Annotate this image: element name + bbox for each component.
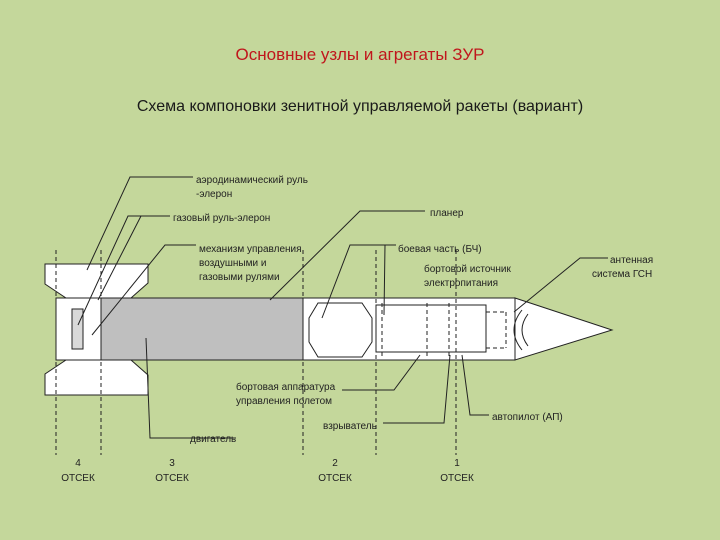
label-airframe: планер bbox=[430, 208, 464, 219]
compartment-4-label: ОТСЕК bbox=[61, 473, 95, 484]
upper-fin bbox=[44, 263, 149, 299]
compartment-1-number: 1 bbox=[454, 458, 460, 469]
antenna-dish bbox=[513, 309, 523, 351]
label-aero-rudder-1: аэродинамический руль bbox=[196, 175, 308, 186]
label-aero-rudder-2: -элерон bbox=[196, 189, 232, 200]
compartment-3-number: 3 bbox=[169, 458, 175, 469]
leader-power bbox=[383, 244, 396, 316]
slide-subtitle: Схема компоновки зенитной управляемой ра… bbox=[136, 98, 584, 115]
label-autopilot: автопилот (АП) bbox=[492, 412, 563, 423]
label-mechanism-3: газовыми рулями bbox=[199, 272, 280, 283]
label-antenna-2: система ГСН bbox=[592, 269, 652, 280]
compartment-dividers bbox=[55, 250, 457, 455]
label-gas-rudder: газовый руль-элерон bbox=[173, 213, 270, 224]
leader-gas-rudder-2 bbox=[97, 215, 170, 301]
internal-dashes bbox=[381, 303, 507, 357]
label-antenna-1: антенная bbox=[610, 255, 653, 266]
slide-title: Основные узлы и агрегаты ЗУР bbox=[235, 45, 485, 64]
leader-fuze bbox=[383, 354, 451, 424]
compartment-1-label: ОТСЕК bbox=[440, 473, 474, 484]
leader-aero-rudder bbox=[86, 176, 193, 271]
label-control-2: управления полетом bbox=[236, 396, 332, 407]
warhead-shape bbox=[308, 302, 373, 358]
compartment-2-label: ОТСЕК bbox=[318, 473, 352, 484]
compartment-4-number: 4 bbox=[75, 458, 81, 469]
lower-fin bbox=[44, 359, 149, 396]
leader-engine bbox=[145, 337, 236, 439]
power-source-box bbox=[375, 304, 487, 353]
label-power-1: бортовой источник bbox=[424, 263, 512, 275]
label-control-1: бортовая аппаратура bbox=[236, 381, 336, 393]
label-mechanism-2: воздушными и bbox=[199, 258, 266, 269]
leader-airframe bbox=[269, 210, 425, 301]
gas-rudder bbox=[71, 308, 84, 350]
compartment-3-label: ОТСЕК bbox=[155, 473, 189, 484]
label-fuze: взрыватель bbox=[323, 421, 377, 432]
leader-warhead bbox=[321, 244, 396, 319]
leader-mechanism bbox=[91, 244, 196, 336]
leader-control bbox=[342, 354, 421, 391]
leader-lines bbox=[77, 176, 608, 439]
compartment-2-number: 2 bbox=[332, 458, 338, 469]
nose-cone bbox=[514, 297, 614, 361]
engine-compartment bbox=[100, 297, 304, 361]
missile-body bbox=[44, 263, 614, 396]
label-warhead: боевая часть (БЧ) bbox=[398, 243, 482, 255]
antenna-dish-inner bbox=[521, 313, 529, 347]
label-power-2: электропитания bbox=[424, 278, 498, 289]
label-engine: двигатель bbox=[190, 434, 236, 445]
label-mechanism-1: механизм управления bbox=[199, 244, 302, 255]
leader-antenna bbox=[513, 257, 608, 313]
leader-autopilot bbox=[461, 354, 489, 416]
